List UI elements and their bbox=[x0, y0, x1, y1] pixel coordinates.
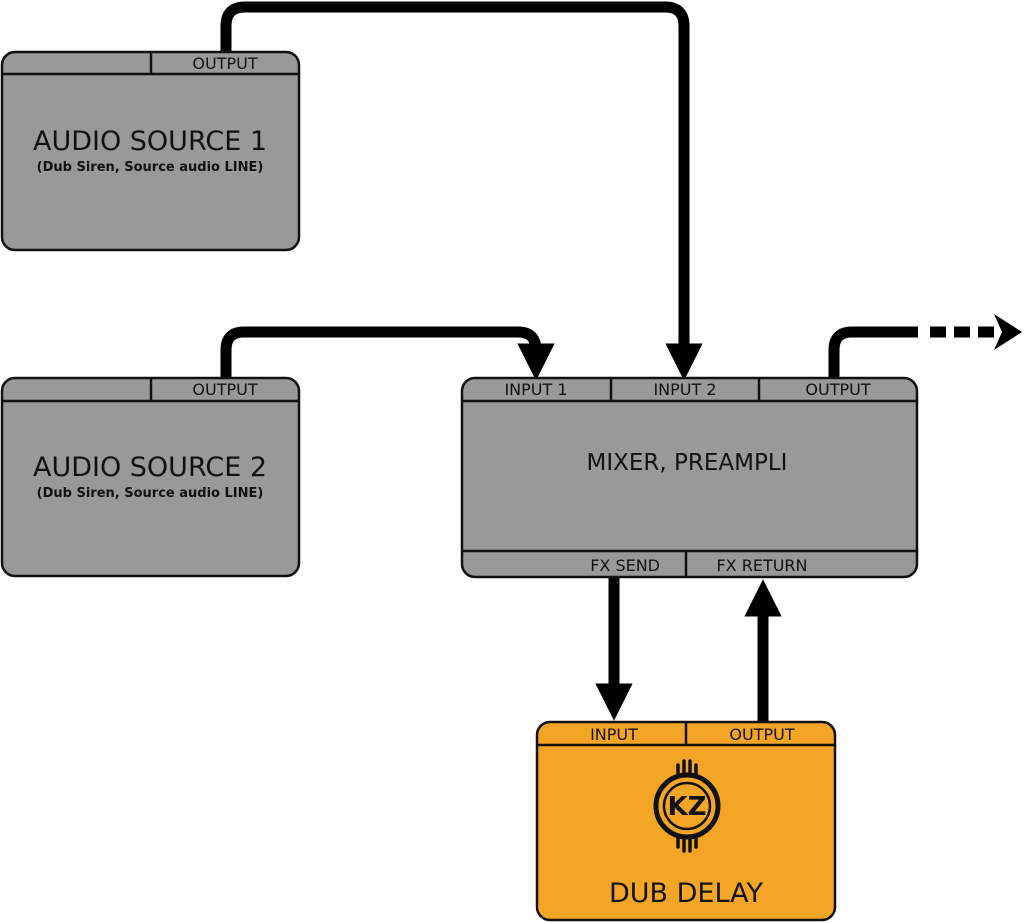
source1-subtitle: (Dub Siren, Source audio LINE) bbox=[37, 160, 264, 175]
mixer-fx-return-label: FX RETURN bbox=[716, 556, 807, 575]
delay-title: DUB DELAY bbox=[609, 878, 764, 909]
mixer-input2-label: INPUT 2 bbox=[653, 380, 716, 399]
mixer-output-label: OUTPUT bbox=[805, 380, 870, 399]
connections bbox=[220, 1, 1022, 722]
dub-delay-box: INPUT OUTPUT KZ DUB DELAY bbox=[535, 720, 837, 922]
kz-logo-text: KZ bbox=[668, 792, 707, 822]
arrow-right-icon bbox=[994, 314, 1022, 350]
mixer-input1-label: INPUT 1 bbox=[504, 380, 567, 399]
source1-output-label: OUTPUT bbox=[192, 54, 257, 73]
wire-source2-to-mixer-input1 bbox=[220, 326, 555, 381]
mixer-box: INPUT 1 INPUT 2 OUTPUT MIXER, PREAMPLI F… bbox=[460, 376, 919, 579]
source2-output-label: OUTPUT bbox=[192, 380, 257, 399]
wire-source1-to-mixer-input2 bbox=[220, 1, 703, 381]
mixer-fx-send-label: FX SEND bbox=[590, 556, 660, 575]
source2-subtitle: (Dub Siren, Source audio LINE) bbox=[37, 486, 264, 501]
source1-title: AUDIO SOURCE 1 bbox=[33, 126, 267, 157]
wire-mixer-output bbox=[828, 326, 918, 378]
source2-title: AUDIO SOURCE 2 bbox=[33, 452, 267, 483]
audio-source-2-box: OUTPUT AUDIO SOURCE 2 (Dub Siren, Source… bbox=[0, 376, 301, 578]
audio-source-1-box: OUTPUT AUDIO SOURCE 1 (Dub Siren, Source… bbox=[0, 50, 301, 252]
mixer-title: MIXER, PREAMPLI bbox=[587, 450, 788, 476]
kz-logo-icon: KZ bbox=[653, 759, 721, 853]
delay-input-label: INPUT bbox=[590, 725, 638, 744]
delay-output-label: OUTPUT bbox=[729, 725, 794, 744]
